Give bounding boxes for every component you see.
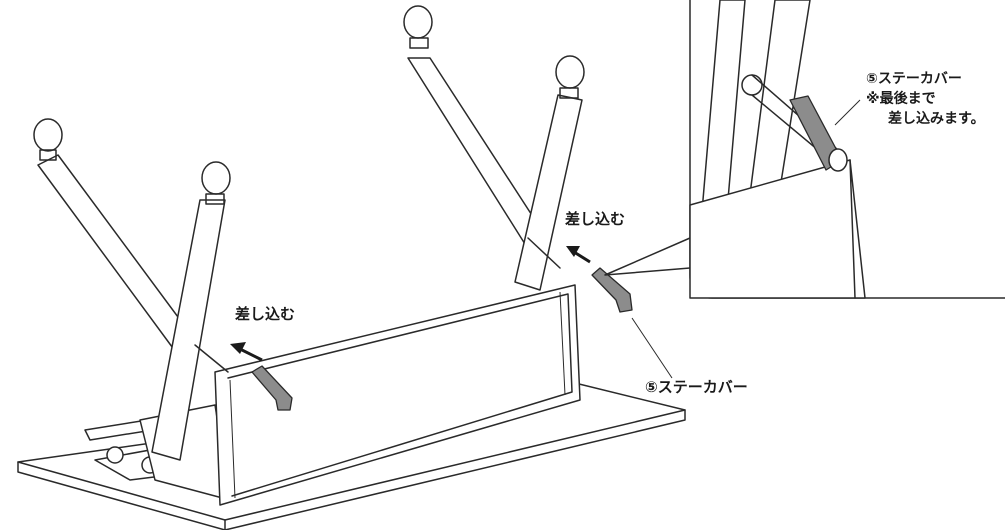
detail-note-line2: 差し込みます。 [888,111,985,127]
stay-cover-label: ⑤ステーカバー [645,378,748,396]
detail-inset [604,0,1005,299]
detail-note-line1: ※最後まで [866,91,936,107]
leader-line [631,317,673,379]
arrow-right [566,246,591,264]
arrow-left [230,342,263,362]
detail-stay-cover-label: ⑤ステーカバー [866,71,962,87]
stay-cover-left [251,365,293,411]
left-leg-front [151,161,231,461]
right-stay [527,237,561,269]
stay-cover-right [591,267,633,313]
right-leg-back [403,5,549,253]
left-stay [194,344,229,373]
insert-label-left: 差し込む [235,305,296,323]
insert-label-right: 差し込む [565,210,626,228]
front-panel [214,284,581,506]
left-leg-back [33,118,196,356]
